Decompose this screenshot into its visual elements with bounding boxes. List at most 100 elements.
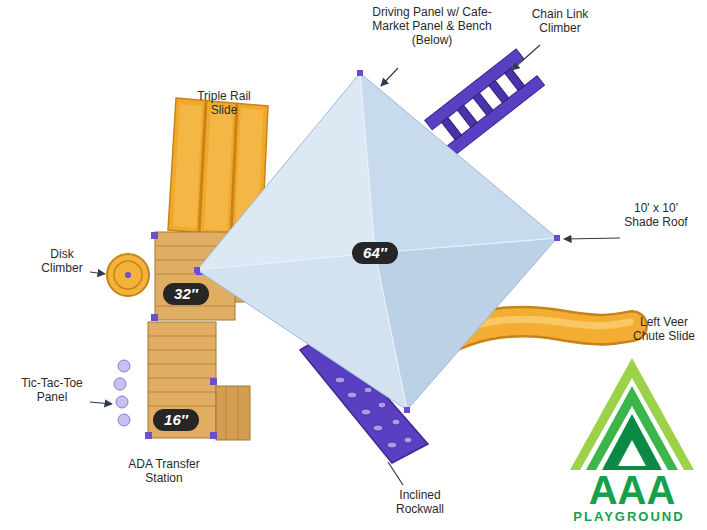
company-logo xyxy=(570,358,694,470)
inclined-rockwall xyxy=(404,437,412,443)
part-callout: Disk Climber xyxy=(32,248,92,276)
wood-decks xyxy=(210,378,217,385)
inclined-rockwall xyxy=(361,409,371,415)
inclined-rockwall xyxy=(392,419,400,425)
height-label: 32″ xyxy=(174,285,198,302)
logo-word: AAA xyxy=(589,468,676,512)
wood-decks xyxy=(148,378,216,379)
company-logo xyxy=(618,440,646,466)
shade-roof xyxy=(360,73,557,253)
deck-height-badge: 16″ xyxy=(153,409,199,431)
triple-rail-slide xyxy=(173,104,202,228)
chain-link-climber xyxy=(489,81,509,103)
height-label: 16″ xyxy=(164,411,188,428)
tic-tac-toe-panel xyxy=(116,396,128,408)
callout-text: Chain Link Climber xyxy=(532,7,589,35)
disk-climber xyxy=(107,254,149,296)
wood-decks xyxy=(210,432,217,439)
wood-decks xyxy=(148,406,216,407)
shade-roof xyxy=(357,70,363,76)
deck-height-badge: 32″ xyxy=(163,283,209,305)
chain-link-climber xyxy=(442,118,462,140)
chain-link-climber xyxy=(425,49,545,157)
tic-tac-toe-panel xyxy=(114,378,126,390)
part-callout: Tic-Tac-Toe Panel xyxy=(11,377,93,405)
shade-roof xyxy=(194,267,200,273)
callout-text: 10' x 10' Shade Roof xyxy=(624,201,687,229)
leader-lines xyxy=(381,68,398,86)
wood-decks xyxy=(148,350,216,351)
wood-decks xyxy=(151,232,158,239)
company-logo xyxy=(586,386,678,470)
chain-link-climber xyxy=(505,68,525,90)
inclined-rockwall xyxy=(364,387,372,393)
chain-link-climber xyxy=(442,68,525,140)
shade-roof xyxy=(375,253,407,410)
part-callout: ADA Transfer Station xyxy=(116,458,212,486)
inclined-rockwall xyxy=(347,392,357,398)
callout-text: ADA Transfer Station xyxy=(128,457,199,485)
shade-roof xyxy=(375,238,557,253)
shade-roof xyxy=(197,73,557,410)
wood-decks xyxy=(148,322,216,438)
shade-roof xyxy=(375,238,557,410)
wood-decks xyxy=(238,386,239,440)
disk-climber xyxy=(114,261,142,289)
disk-climber xyxy=(107,254,149,296)
shade-roof xyxy=(194,70,560,413)
callout-text: Left Veer Chute Slide xyxy=(633,315,695,343)
company-logo xyxy=(602,414,662,470)
callout-text: Inclined Rockwall xyxy=(396,488,444,516)
disk-climber xyxy=(125,272,131,278)
callout-text: Triple Rail Slide xyxy=(197,89,251,117)
part-callout: Triple Rail Slide xyxy=(184,90,264,118)
triple-rail-slide xyxy=(204,106,233,231)
shade-roof xyxy=(197,253,375,270)
wood-decks xyxy=(226,386,227,440)
part-callout: Left Veer Chute Slide xyxy=(624,316,704,344)
part-callout: Inclined Rockwall xyxy=(378,489,462,517)
wood-decks xyxy=(148,392,216,393)
shade-roof xyxy=(197,253,407,410)
shade-roof xyxy=(360,73,375,253)
shade-roof xyxy=(194,70,560,413)
company-logo xyxy=(570,358,694,470)
chain-link-climber xyxy=(446,76,545,157)
height-label: 64″ xyxy=(363,244,387,261)
wood-decks xyxy=(148,364,216,365)
inclined-rockwall xyxy=(373,425,383,431)
chain-link-climber xyxy=(457,105,477,127)
leader-lines xyxy=(512,45,540,70)
company-logo xyxy=(580,378,684,470)
deck-height-badge: 64″ xyxy=(352,242,398,264)
tic-tac-toe-panel xyxy=(114,360,130,426)
leader-lines xyxy=(90,272,105,274)
shade-roof xyxy=(404,407,410,413)
leader-lines xyxy=(564,238,620,239)
part-callout: 10' x 10' Shade Roof xyxy=(620,202,692,230)
wood-decks xyxy=(148,336,216,337)
inclined-rockwall xyxy=(387,442,397,448)
tic-tac-toe-panel xyxy=(118,360,130,372)
leader-lines xyxy=(388,462,403,485)
logo-word: PLAYGROUND xyxy=(573,509,684,524)
callout-text: Tic-Tac-Toe Panel xyxy=(21,376,83,404)
chain-link-climber xyxy=(425,49,524,130)
chain-link-climber xyxy=(473,93,493,115)
shade-roof xyxy=(554,235,560,241)
part-callout: Driving Panel w/ Cafe-Market Panel & Ben… xyxy=(367,6,497,47)
part-callout: Chain Link Climber xyxy=(514,8,606,36)
shade-roof xyxy=(197,73,375,270)
wood-decks xyxy=(155,306,235,307)
wood-decks xyxy=(145,432,152,439)
callout-text: Disk Climber xyxy=(41,247,82,275)
logo-text: PLAYGROUND xyxy=(554,510,704,524)
tic-tac-toe-panel xyxy=(118,414,130,426)
callout-text: Driving Panel w/ Cafe-Market Panel & Ben… xyxy=(372,5,491,47)
inclined-rockwall xyxy=(335,377,345,383)
wood-decks xyxy=(216,386,250,440)
shade-roof xyxy=(197,73,557,410)
inclined-rockwall xyxy=(378,402,386,408)
